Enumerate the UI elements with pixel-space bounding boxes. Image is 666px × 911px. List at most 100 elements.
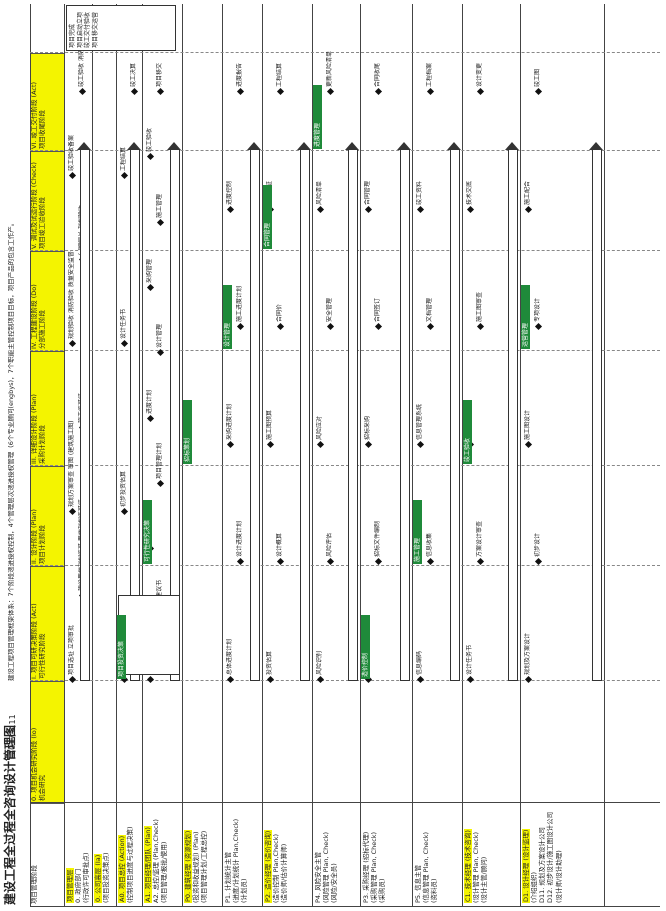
risk-marker-3 bbox=[326, 322, 335, 331]
tech-item-3: 施工图审查 bbox=[476, 291, 483, 322]
outer-left-border bbox=[30, 906, 660, 907]
plan-item-5: 进度报告 bbox=[236, 62, 243, 87]
swimlane-label-5: P1. 计划统计主管(进度/计划统计 Plan,Check) (计划员) bbox=[224, 807, 261, 903]
pm-marker-8 bbox=[146, 152, 155, 161]
swimlane-divider-1 bbox=[116, 4, 117, 907]
swimlane-title-9: P5. 信息主管 bbox=[414, 864, 422, 903]
swimlane-title-8: P3. 采购经理 (招标代理) bbox=[362, 831, 370, 903]
info-item-3: 文档管理 bbox=[426, 297, 433, 322]
swimlane-title-1: 0. 公司高层 (Ia) bbox=[94, 853, 103, 903]
green-phase-bar-2: 招标策划 bbox=[183, 400, 192, 464]
proc-marker-5 bbox=[374, 87, 383, 96]
proc-marker-2 bbox=[364, 440, 373, 449]
stage-header-1: I. 项目可研决策阶段 (Act) 可行性研究阶段 bbox=[30, 566, 64, 681]
plan-marker-0 bbox=[226, 675, 235, 684]
plan-item-3: 施工进度计划 bbox=[236, 285, 243, 322]
cost-item-1: 设计概算 bbox=[276, 532, 283, 557]
info-marker-3 bbox=[426, 322, 435, 331]
cost-item-2: 施工图预算 bbox=[266, 409, 273, 440]
exec-marker-6 bbox=[120, 171, 129, 180]
swimlane-title-4: P0. 建筑经理 (资源规划) bbox=[184, 829, 193, 903]
info-marker-0 bbox=[416, 675, 425, 684]
cost-flow-arrow bbox=[300, 150, 310, 681]
green-phase-bar-7: 施工管理 bbox=[413, 500, 422, 564]
swimlane-label-9: P5. 信息主管(信息管理 Plan, Check) (资料员) bbox=[414, 807, 461, 903]
swimlane-label-3: A1. 项目经理/团队 (Plan)A2. 总控/监理 (Plan,Check)… bbox=[144, 807, 181, 903]
exec-item-6: 工程结算 bbox=[120, 146, 127, 171]
cost-item-5: 工程结算 bbox=[276, 62, 283, 87]
tech-item-4: 技术交底 bbox=[466, 180, 473, 205]
swimlane-sub-10: (设计管理 Plan, Check) (设计主管/顾问) bbox=[472, 831, 489, 903]
end-label: 项目完成 bbox=[69, 23, 76, 48]
design-marker-4 bbox=[524, 205, 533, 214]
proc-item-4: 合同管理 bbox=[364, 180, 371, 205]
swimlane-title-10: C1. 技术经理 (技术咨询) bbox=[464, 829, 473, 903]
exec-marker-7 bbox=[130, 87, 139, 96]
tech-item-1: 方案设计审查 bbox=[476, 520, 483, 557]
info-item-4: 竣工资料 bbox=[416, 180, 423, 205]
swimlane-divider-0 bbox=[92, 4, 93, 907]
proc-marker-3 bbox=[374, 322, 383, 331]
design-marker-3 bbox=[534, 322, 543, 331]
gov-marker-7 bbox=[78, 87, 87, 96]
info-marker-5 bbox=[426, 87, 435, 96]
swimlane-sub-8: (采购管理 Plan, Check) (采购员) bbox=[370, 831, 387, 903]
swimlane-sub-9: (信息管理 Plan, Check) (资料员) bbox=[422, 831, 439, 903]
green-phase-bar-5: 进度管理 bbox=[313, 85, 322, 149]
risk-marker-1 bbox=[326, 557, 335, 566]
risk-item-3: 安全管理 bbox=[326, 297, 333, 322]
green-phase-bar-9: 运营管理 bbox=[521, 285, 530, 349]
right-note-1: 项目启动立项 bbox=[76, 11, 84, 48]
header-corner-label: 项目管理阶段 bbox=[30, 865, 38, 904]
tech-marker-5 bbox=[476, 87, 485, 96]
pm-marker-9 bbox=[156, 87, 165, 96]
header-bottom-line bbox=[64, 4, 65, 907]
design-item-5: 竣工图 bbox=[534, 68, 541, 87]
risk-flow-arrow bbox=[348, 150, 358, 681]
swimlane-divider-8 bbox=[412, 4, 413, 907]
tech-item-5: 设计变更 bbox=[476, 62, 483, 87]
stage-header-0: 0. 项目机会研究阶段 (Io) 机会研究 bbox=[30, 681, 64, 803]
pm-marker-6 bbox=[146, 283, 155, 292]
pm-marker-3 bbox=[156, 479, 165, 488]
swimlane-sub-11: (介绍组织) D11. 规划及方案设计公司 D12. 初步设计/施工图设计公司 … bbox=[530, 811, 563, 903]
gov-item-4: 规划验收 消防验收 质量安全监督 bbox=[68, 251, 75, 339]
info-item-0: 信息编码 bbox=[416, 650, 423, 675]
proc-item-5: 合同收尾 bbox=[374, 62, 381, 87]
gov-marker-6 bbox=[68, 171, 77, 180]
doc-date: 2017.8.11 bbox=[8, 714, 17, 755]
tech-marker-1 bbox=[476, 557, 485, 566]
design-item-4: 施工配合 bbox=[524, 180, 531, 205]
gov-marker-0 bbox=[68, 675, 77, 684]
swimlane-sub-4: (投资和收益规划) (Plan) (项目管理计划/工程总控) bbox=[192, 830, 209, 903]
gov-flow-arrow bbox=[80, 150, 90, 681]
green-phase-bar-8: 竣工验收 bbox=[463, 400, 472, 464]
stage-divider-5 bbox=[30, 250, 660, 251]
risk-item-2: 风险应对 bbox=[316, 415, 323, 440]
swimlane-label-1: 0. 公司高层 (Ia)(项目投资决策点) bbox=[94, 807, 115, 903]
cost-marker-2 bbox=[266, 440, 275, 449]
end-notes-box: 项目完成 项目启动立项 竣工交付验收 项目移交运营 bbox=[66, 5, 176, 51]
swimlane-label-6: P2. 造价经理 (造价咨询)(造价控制 Plan,Check) (造价师/估价… bbox=[264, 807, 311, 903]
pm-marker-7 bbox=[156, 218, 165, 227]
design-item-3: 专项设计 bbox=[534, 297, 541, 322]
gov-item-2: 规划方案审查 审图 (建筑施工图) bbox=[68, 420, 75, 508]
design-marker-5 bbox=[534, 87, 543, 96]
right-note-2: 竣工交付验收 bbox=[84, 11, 91, 48]
exec-item-4: 设计任务书 bbox=[120, 308, 127, 339]
exec-marker-2 bbox=[120, 507, 129, 516]
stage-header-2: II. 设计阶段 (Plan) 项目计划阶段 bbox=[30, 466, 64, 566]
pm-item-9: 项目移交 bbox=[156, 62, 163, 87]
risk-item-1: 风险评估 bbox=[326, 532, 333, 557]
info-marker-1 bbox=[426, 557, 435, 566]
swimlane-title-11: D1. 设计经理 (设计监理) bbox=[522, 828, 531, 903]
stage-header-6: VI. 竣工交付阶段 (Act) 项目收尾阶段 bbox=[30, 53, 64, 151]
swimlane-sub-1: (项目投资决策点) bbox=[102, 852, 111, 903]
pm-marker-0 bbox=[146, 675, 155, 684]
risk-marker-5 bbox=[326, 87, 335, 96]
plan-marker-3 bbox=[236, 322, 245, 331]
exec-marker-4 bbox=[120, 339, 129, 348]
stage-divider-7 bbox=[30, 52, 660, 53]
doc-subtitle: 建设工程项目管理框架体系：7个阶段递进授权控制，4个管理层次递进授权管理（6个专… bbox=[8, 219, 15, 681]
